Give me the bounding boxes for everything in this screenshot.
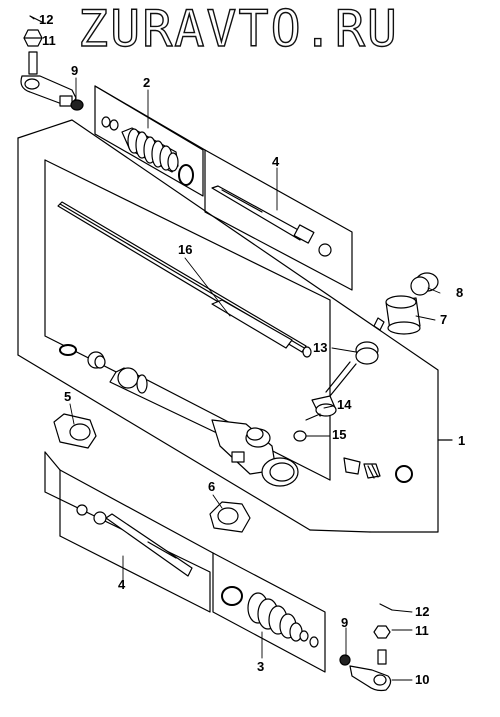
- adjuster-assembly: [343, 457, 413, 483]
- callout-4-top: 4: [272, 154, 280, 169]
- top-nut-9: [70, 99, 84, 111]
- rack-bar: [57, 201, 312, 358]
- lower-tierod-box: [44, 451, 214, 613]
- bottom-tierod-end: [339, 603, 393, 692]
- callout-3: 3: [257, 659, 265, 674]
- upper-boot: [121, 127, 194, 186]
- callout-13: 13: [313, 340, 328, 355]
- callout-9-top: 9: [71, 63, 79, 78]
- callout-5: 5: [64, 389, 72, 404]
- top-small-clamp: [101, 116, 119, 131]
- top-tierod-end: [20, 15, 77, 107]
- callout-12-bottom: 12: [415, 604, 430, 619]
- callout-2: 2: [143, 75, 151, 90]
- callout-16: 16: [178, 242, 193, 257]
- callout-14: 14: [337, 397, 352, 412]
- callout-1: 1: [458, 433, 466, 448]
- callout-6: 6: [208, 479, 216, 494]
- callout-8: 8: [456, 285, 464, 300]
- lower-boot-box: [212, 552, 326, 673]
- upper-inner-tierod: [211, 185, 332, 257]
- upper-tierod-box: [204, 149, 353, 291]
- mount-clamp-5: [53, 413, 97, 449]
- callout-12-top: 12: [39, 12, 54, 27]
- rack-housing: [59, 344, 299, 487]
- callout-15: 15: [332, 427, 347, 442]
- callout-11-top: 11: [42, 33, 56, 48]
- watermark-text: ZURAVTO.RU: [77, 0, 400, 58]
- callout-11-bottom: 11: [415, 623, 429, 638]
- bushing-7-8: [373, 272, 439, 335]
- pinion-shaft: [293, 341, 379, 442]
- leader-lines: [29, 15, 441, 681]
- callout-7: 7: [440, 312, 448, 327]
- upper-boot-box: [94, 85, 206, 197]
- main-assembly-frame: [17, 119, 453, 533]
- callout-9-bottom: 9: [341, 615, 349, 630]
- lower-boot: [221, 586, 319, 648]
- callout-4-bottom: 4: [118, 577, 126, 592]
- callout-10: 10: [415, 672, 430, 687]
- mount-clamp-6: [209, 501, 251, 533]
- lower-inner-tierod: [76, 504, 193, 577]
